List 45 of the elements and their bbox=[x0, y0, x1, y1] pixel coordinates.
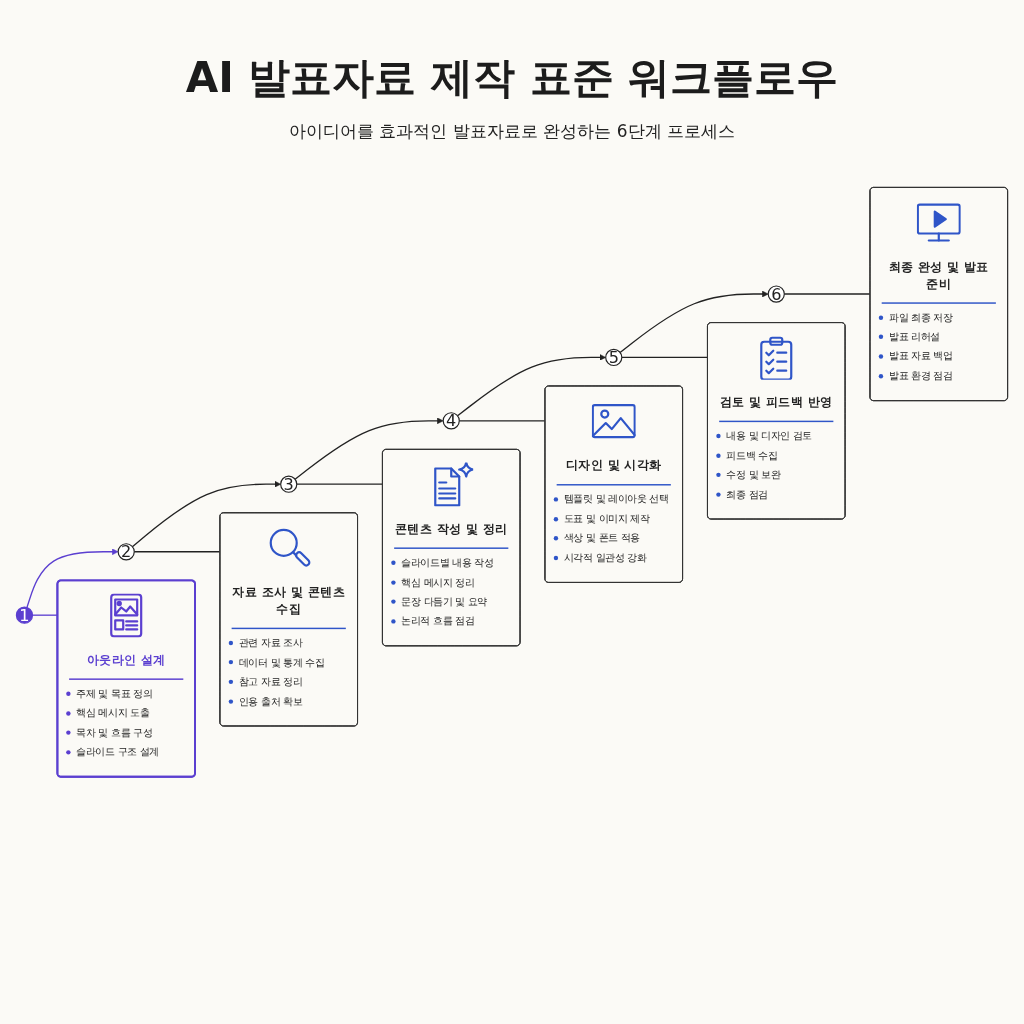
arrow bbox=[26, 548, 119, 609]
task-item: 핵심 메시지 도출 bbox=[76, 706, 150, 720]
step-title: 자료 조사 및 콘텐츠 수집 bbox=[231, 583, 346, 618]
task-item: 논리적 흐름 점검 bbox=[401, 614, 475, 628]
arrow bbox=[294, 417, 444, 480]
task-item: 슬라이드별 내용 작성 bbox=[401, 556, 494, 570]
connector bbox=[621, 356, 709, 359]
task-item: 도표 및 이미지 제작 bbox=[564, 512, 650, 526]
step-title: 검토 및 피드백 반영 bbox=[719, 393, 834, 411]
task-item: 발표 리허설 bbox=[889, 330, 940, 344]
title: AI 발표자료 제작 표준 워크플로우 bbox=[185, 52, 839, 104]
task-item: 데이터 및 통계 수집 bbox=[238, 656, 325, 669]
task-item: 색상 및 폰트 적용 bbox=[564, 531, 640, 545]
task-item: 슬라이드 구조 설계 bbox=[76, 745, 159, 759]
task-item: 시각적 일관성 강화 bbox=[564, 551, 647, 565]
arrow bbox=[131, 480, 281, 548]
task-item: 파일 최종 저장 bbox=[889, 311, 953, 325]
node-circle: 6 bbox=[767, 285, 785, 303]
node-circle: 5 bbox=[605, 348, 623, 367]
task-item: 최종 점검 bbox=[726, 487, 768, 501]
step-title: 디자인 및 시각화 bbox=[564, 457, 663, 474]
task-item: 참고 자료 정리 bbox=[238, 675, 303, 689]
arrow bbox=[619, 290, 769, 354]
step-title: 콘텐츠 작성 및 정리 bbox=[393, 520, 509, 538]
node-circle: 4 bbox=[442, 412, 460, 430]
task-item: 인용 출처 확보 bbox=[238, 694, 303, 708]
task-item: 템플릿 및 레이아웃 선택 bbox=[564, 493, 669, 506]
node-circle: 2 bbox=[117, 543, 135, 561]
task-item: 수정 및 보완 bbox=[726, 468, 781, 482]
task-item: 주제 및 목표 정의 bbox=[76, 687, 153, 701]
task-item: 핵심 메시지 정리 bbox=[401, 575, 475, 589]
arrow bbox=[456, 354, 606, 417]
step-title: 최종 완성 및 발표 준비 bbox=[887, 258, 990, 293]
task-item: 목차 및 흐름 구성 bbox=[76, 726, 153, 740]
node-circle: 1 bbox=[15, 606, 34, 624]
task-item: 내용 및 디자인 검토 bbox=[726, 429, 812, 443]
task-item: 피드백 수집 bbox=[726, 449, 778, 462]
node-circle: 3 bbox=[280, 475, 298, 493]
connector bbox=[296, 483, 384, 485]
task-item: 발표 환경 점검 bbox=[889, 369, 953, 383]
task-item: 발표 자료 백업 bbox=[889, 350, 953, 363]
task-item: 관련 자료 조사 bbox=[238, 636, 303, 650]
subtitle: 아이디어를 효과적인 발표자료로 완성하는 6단계 프로세스 bbox=[289, 120, 735, 143]
task-item: 문장 다듬기 및 요약 bbox=[401, 595, 487, 609]
step-title: 아웃라인 설계 bbox=[85, 651, 167, 669]
